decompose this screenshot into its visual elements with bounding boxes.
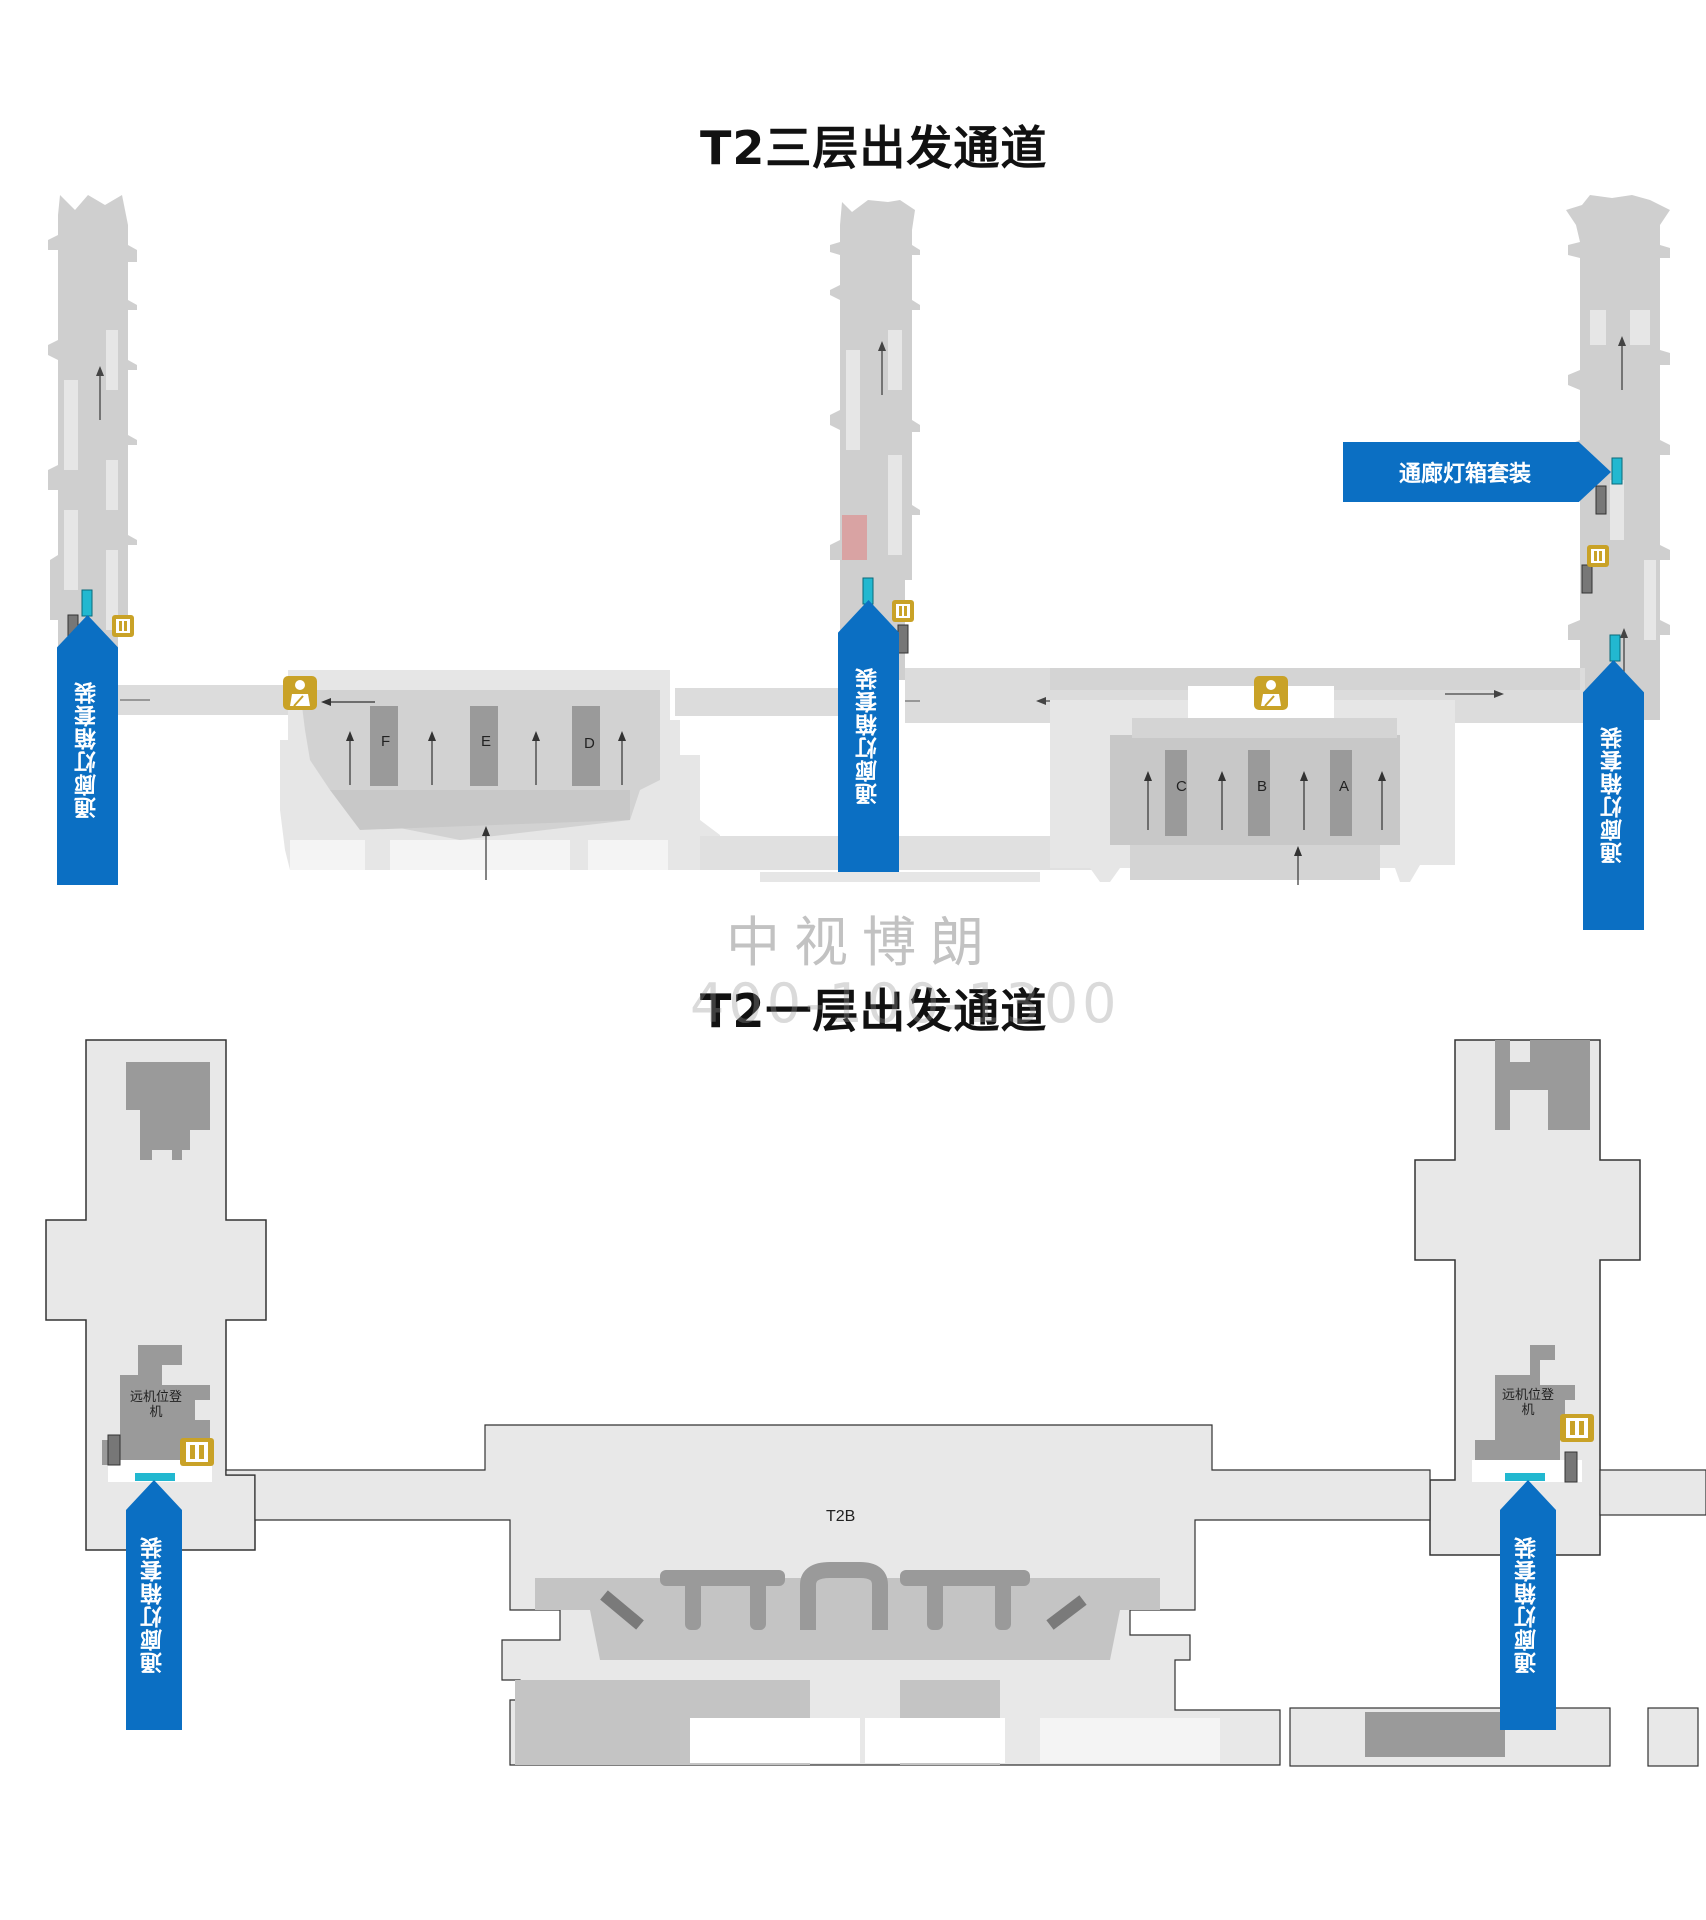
gate-label-a: A — [1339, 778, 1350, 795]
watermark-phone: 400-100-1300 — [690, 972, 1121, 1035]
ad-lightbox-right-upper[interactable]: 通廊灯箱套装 — [1583, 660, 1644, 930]
ad-lightbox-right-horizontal[interactable]: 通廊灯箱套装 — [1343, 442, 1611, 502]
ad-lightbox-left-lower[interactable]: 通廊灯箱套装 — [126, 1480, 182, 1730]
restroom-icon — [1560, 1414, 1594, 1442]
left-pier-upper — [48, 195, 137, 700]
remote-boarding-label-right: 远机位登机 — [1501, 1388, 1554, 1418]
t2b-concourse — [515, 1578, 1699, 1767]
lightbox-marker — [81, 589, 93, 617]
gate-label-f: F — [381, 733, 391, 750]
ad-label: 通廊灯箱套装 — [1398, 462, 1531, 487]
gate-label-c: C — [1176, 778, 1187, 795]
lightbox-marker — [135, 1473, 175, 1481]
ad-label: 通廊灯箱套装 — [1600, 726, 1626, 864]
gate-label-e: E — [481, 733, 492, 750]
security-check-icon — [1254, 676, 1288, 710]
remote-boarding-label-left: 远机位登机 — [129, 1390, 182, 1420]
gate-label-b: B — [1257, 778, 1268, 795]
security-hall-right — [1050, 686, 1455, 885]
mid-connector-left — [675, 688, 840, 716]
lightbox-marker — [1609, 634, 1621, 662]
restroom-icon — [892, 600, 914, 622]
right-pier-lower — [1414, 1039, 1641, 1556]
highlight-zone — [842, 515, 867, 560]
security-check-icon — [283, 676, 317, 710]
center-pier-upper — [830, 200, 920, 680]
ad-lightbox-right-lower[interactable]: 通廊灯箱套装 — [1500, 1480, 1556, 1730]
restroom-icon — [112, 615, 134, 637]
lower-map-title: T2一层出发通道 — [700, 984, 1048, 1038]
left-pier-lower — [45, 1039, 267, 1551]
ad-lightbox-left-upper[interactable]: 通廊灯箱套装 — [57, 615, 118, 885]
terminal-label: T2B — [826, 1508, 856, 1525]
restroom-icon — [180, 1438, 214, 1466]
ad-label: 通廊灯箱套装 — [855, 667, 881, 805]
upper-map-title: T2三层出发通道 — [700, 121, 1048, 175]
lightbox-marker — [862, 577, 874, 605]
watermark-brand: 中视博朗 — [726, 911, 998, 974]
lightbox-marker — [1611, 457, 1623, 485]
ad-label: 通廊灯箱套装 — [74, 681, 100, 819]
lightbox-marker — [1505, 1473, 1545, 1481]
ad-label: 通廊灯箱套装 — [1515, 1536, 1540, 1674]
ad-lightbox-center-upper[interactable]: 通廊灯箱套装 — [838, 600, 899, 872]
ad-label: 通廊灯箱套装 — [141, 1536, 166, 1674]
restroom-icon — [1587, 545, 1609, 567]
security-hall-left — [280, 670, 720, 880]
gate-label-d: D — [584, 735, 595, 752]
gate-fingers — [600, 1562, 1087, 1630]
